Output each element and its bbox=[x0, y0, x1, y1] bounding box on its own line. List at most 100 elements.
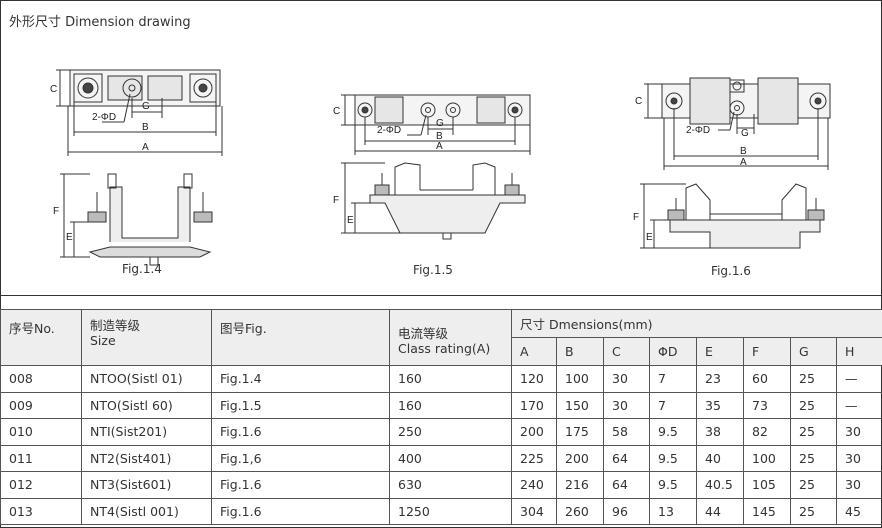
table-row: 013 NT4(Sistl 001) Fig.1.6 1250 304 260 … bbox=[0, 497, 882, 525]
cell-no: 011 bbox=[0, 444, 82, 472]
dim-c: C bbox=[635, 96, 642, 107]
cell-fig: Fig.1,6 bbox=[211, 444, 390, 472]
cell-e: 40 bbox=[696, 444, 744, 472]
header-rating-en: Class rating(A) bbox=[398, 340, 491, 356]
cell-g: 25 bbox=[790, 391, 837, 419]
cell-no: 013 bbox=[0, 497, 82, 525]
table-row: 011 NT2(Sist401) Fig.1,6 400 225 200 64 … bbox=[0, 444, 882, 472]
dim-c: C bbox=[333, 106, 340, 117]
cell-h: — bbox=[835, 365, 882, 393]
header-dim-e: E bbox=[696, 337, 744, 366]
figure-1-6: C G 2-ΦD B A F E Fig.1.6 bbox=[630, 70, 840, 285]
cell-rating: 630 bbox=[389, 471, 512, 499]
cell-b: 260 bbox=[556, 497, 604, 525]
cell-rating: 400 bbox=[389, 444, 512, 472]
cell-fig: Fig.1.6 bbox=[211, 497, 390, 525]
cell-fig: Fig.1.4 bbox=[211, 365, 390, 393]
dim-e: E bbox=[66, 232, 73, 243]
header-dim-h: H bbox=[835, 337, 882, 366]
cell-e: 38 bbox=[696, 418, 744, 446]
dimension-drawing-panel: 外形尺寸 Dimension drawing bbox=[0, 15, 882, 296]
header-size: 制造等级 Size bbox=[81, 309, 212, 366]
dim-f: F bbox=[53, 206, 59, 217]
cell-size: NTOO(Sistl 01) bbox=[81, 365, 212, 393]
cell-a: 240 bbox=[511, 471, 557, 499]
cell-e: 35 bbox=[696, 391, 744, 419]
cell-h: — bbox=[835, 391, 882, 419]
cell-c: 64 bbox=[603, 444, 650, 472]
cell-f: 145 bbox=[743, 497, 791, 525]
header-dim-f: F bbox=[743, 337, 791, 366]
cell-h: 30 bbox=[835, 418, 882, 446]
cell-size: NT2(Sist401) bbox=[81, 444, 212, 472]
header-dim-c: C bbox=[603, 337, 650, 366]
cell-size: NTI(Sist201) bbox=[81, 418, 212, 446]
cell-g: 25 bbox=[790, 497, 837, 525]
header-dimensions: 尺寸 Dmensions(mm) bbox=[510, 309, 882, 338]
dim-c: C bbox=[50, 84, 57, 95]
figure-1-4-drawing: C G 2-ΦD B A F E bbox=[50, 69, 223, 266]
cell-d: 7 bbox=[649, 391, 697, 419]
dim-b: B bbox=[436, 131, 443, 142]
cell-no: 008 bbox=[0, 365, 82, 393]
table-row: 010 NTI(Sist201) Fig.1.6 250 200 175 58 … bbox=[0, 418, 882, 446]
cell-c: 30 bbox=[603, 365, 650, 393]
cell-size: NT3(Sist601) bbox=[81, 471, 212, 499]
cell-h: 45 bbox=[835, 497, 882, 525]
cell-d: 9.5 bbox=[649, 444, 697, 472]
header-rating-cn: 电流等级 bbox=[398, 325, 449, 341]
cell-e: 40.5 bbox=[696, 471, 744, 499]
cell-fig: Fig.1.5 bbox=[211, 391, 390, 419]
header-size-cn: 制造等级 bbox=[90, 318, 141, 333]
figure-1-5: C G 2-ΦD B A F E Fig.1.5 bbox=[325, 85, 540, 285]
cell-g: 25 bbox=[790, 471, 837, 499]
figure-1-5-drawing: C G 2-ΦD B A F E bbox=[333, 94, 531, 240]
cell-f: 82 bbox=[743, 418, 791, 446]
table-row: 012 NT3(Sist601) Fig.1.6 630 240 216 64 … bbox=[0, 471, 882, 499]
cell-a: 200 bbox=[511, 418, 557, 446]
section-title: 外形尺寸 Dimension drawing bbox=[9, 15, 191, 30]
dim-e: E bbox=[646, 232, 653, 243]
cell-no: 009 bbox=[0, 391, 82, 419]
dim-b: B bbox=[142, 122, 149, 133]
cell-a: 225 bbox=[511, 444, 557, 472]
cell-d: 7 bbox=[649, 365, 697, 393]
dim-g: G bbox=[741, 128, 749, 139]
figure-1-6-drawing: C G 2-ΦD B A F E bbox=[633, 77, 831, 249]
cell-b: 216 bbox=[556, 471, 604, 499]
dim-g: G bbox=[142, 101, 150, 112]
cell-c: 96 bbox=[603, 497, 650, 525]
header-size-en: Size bbox=[90, 333, 116, 348]
cell-no: 012 bbox=[0, 471, 82, 499]
specification-table: 序号No. 制造等级 Size 图号Fig. 电流等级 Class rating… bbox=[0, 309, 882, 525]
dim-a: A bbox=[740, 157, 747, 168]
header-dim-b: B bbox=[556, 337, 604, 366]
cell-g: 25 bbox=[790, 418, 837, 446]
cell-e: 23 bbox=[696, 365, 744, 393]
header-rating: 电流等级 Class rating(A) bbox=[389, 309, 512, 366]
fig-caption: Fig.1.5 bbox=[413, 263, 453, 277]
cell-f: 60 bbox=[743, 365, 791, 393]
table-row: 009 NTO(Sistl 60) Fig.1.5 160 170 150 30… bbox=[0, 391, 882, 419]
cell-fig: Fig.1.6 bbox=[211, 418, 390, 446]
cell-g: 25 bbox=[790, 444, 837, 472]
cell-h: 30 bbox=[835, 471, 882, 499]
cell-b: 100 bbox=[556, 365, 604, 393]
cell-a: 304 bbox=[511, 497, 557, 525]
dim-a: A bbox=[436, 141, 443, 152]
cell-no: 010 bbox=[0, 418, 82, 446]
cell-c: 30 bbox=[603, 391, 650, 419]
dim-b: B bbox=[740, 146, 747, 157]
cell-e: 44 bbox=[696, 497, 744, 525]
table-row: 008 NTOO(Sistl 01) Fig.1.4 160 120 100 3… bbox=[0, 365, 882, 393]
cell-d: 13 bbox=[649, 497, 697, 525]
header-dim-a: A bbox=[511, 337, 557, 366]
cell-rating: 160 bbox=[389, 391, 512, 419]
cell-size: NT4(Sistl 001) bbox=[81, 497, 212, 525]
cell-d: 9.5 bbox=[649, 471, 697, 499]
dim-e: E bbox=[347, 215, 354, 226]
cell-b: 200 bbox=[556, 444, 604, 472]
fig-caption: Fig.1.4 bbox=[122, 262, 162, 276]
header-no: 序号No. bbox=[0, 309, 82, 366]
dim-phi-d: 2-ΦD bbox=[377, 125, 401, 136]
